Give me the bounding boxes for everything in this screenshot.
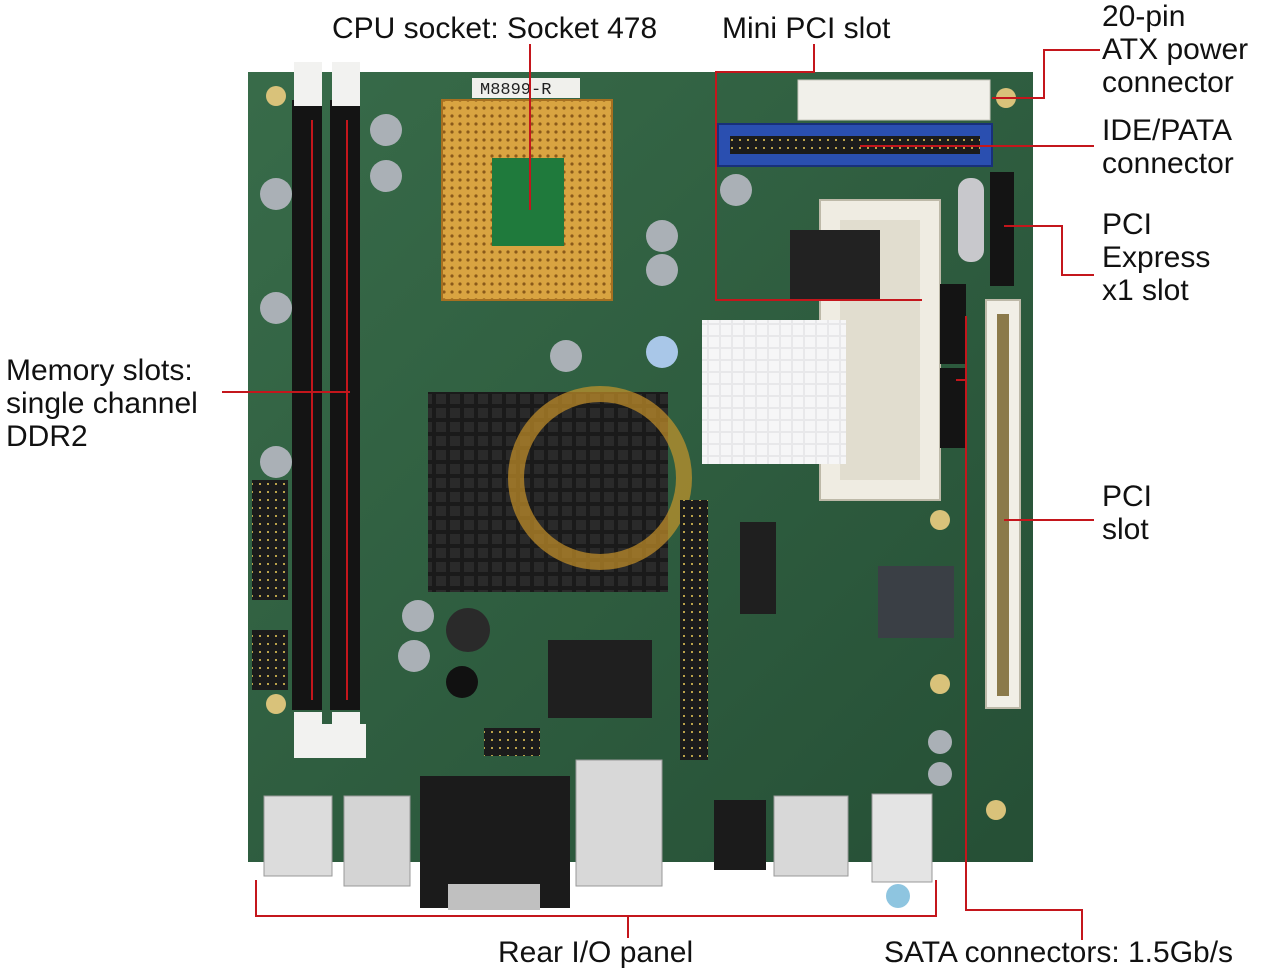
capacitor-1 (370, 114, 402, 146)
label-mini-pci: Mini PCI slot (722, 12, 890, 45)
io-serial-port (448, 884, 540, 910)
callout-rear-io (255, 880, 937, 917)
io-lan-port-1 (343, 795, 411, 887)
heatsink-logo-ring (508, 386, 692, 570)
capacitor-3 (260, 178, 292, 210)
callout-sata (965, 316, 1083, 940)
capacitor-13 (928, 730, 952, 754)
memory-slot-1 (292, 100, 322, 710)
memory-latch-top-1 (294, 62, 322, 106)
ide-pins (730, 136, 980, 154)
label-memory: Memory slots: single channel DDR2 (6, 354, 198, 453)
northbridge-heatsink (702, 320, 846, 464)
header-bottom (484, 728, 540, 756)
label-memory-line-1: Memory slots: (6, 354, 193, 387)
silkscreen-label-plate (472, 78, 580, 98)
label-rear-io: Rear I/O panel (498, 936, 693, 969)
battery (958, 178, 984, 262)
callout-lines (222, 44, 1100, 940)
label-atx-line-1: 20-pin (1102, 0, 1186, 33)
lan-chip (740, 522, 776, 614)
capacitor-9 (550, 340, 582, 372)
label-rear-io-text: Rear I/O panel (498, 936, 694, 969)
label-memory-line-2: single channel (6, 387, 198, 420)
silkscreen-model: M8899-R (480, 81, 551, 100)
label-memory-line-3: DDR2 (6, 420, 88, 453)
label-atx-line-2: ATX power (1102, 33, 1249, 66)
memory-latch-top-2 (332, 62, 360, 106)
io-usb-stack (263, 795, 333, 877)
mount-hole-1 (266, 86, 286, 106)
capacitor-5 (260, 446, 292, 478)
header-left (252, 480, 288, 600)
io-white-block (296, 724, 366, 758)
capacitor-10 (720, 174, 752, 206)
callout-minipci (715, 44, 922, 301)
label-pci-line-1: PCI (1102, 480, 1153, 513)
capacitor-8 (646, 336, 678, 368)
label-mini-pci-text: Mini PCI slot (722, 12, 891, 45)
callout-atx (992, 49, 1100, 99)
capacitor-12 (398, 640, 430, 672)
label-ide-line-1: IDE/PATA (1102, 114, 1233, 147)
io-ps2-blue (886, 884, 910, 908)
capacitor-11 (402, 600, 434, 632)
mount-hole-5 (930, 510, 950, 530)
mount-hole-4 (986, 800, 1006, 820)
io-usb-port (773, 795, 849, 877)
label-ide-line-2: connector (1102, 147, 1234, 180)
label-cpu-socket-text: CPU socket: Socket 478 (332, 12, 658, 45)
mount-hole-3 (266, 694, 286, 714)
inductor (446, 608, 490, 652)
label-pcie-line-2: Express (1102, 241, 1211, 274)
capacitor-14 (928, 762, 952, 786)
sata-connector-1 (940, 284, 966, 364)
header-column (680, 500, 708, 760)
southbridge-chip (878, 566, 954, 638)
label-cpu-socket: CPU socket: Socket 478 (332, 12, 657, 45)
sata-connector-2 (940, 368, 966, 448)
bios-chip (790, 230, 880, 300)
label-pcie-line-3: x1 slot (1102, 274, 1189, 307)
label-pci-line-2: slot (1102, 513, 1149, 546)
io-chip (548, 640, 652, 718)
label-atx-line-3: connector (1102, 66, 1234, 99)
label-sata: SATA connectors: 1.5Gb/s (884, 936, 1233, 969)
capacitor-7 (646, 254, 678, 286)
label-pcie-line-1: PCI (1102, 208, 1153, 241)
header-left-2 (252, 630, 288, 690)
capacitor-6 (646, 220, 678, 252)
mount-hole-6 (930, 674, 950, 694)
capacitor-2 (370, 160, 402, 192)
callout-pcie (1004, 225, 1094, 276)
io-lan-port-2 (575, 759, 663, 887)
label-pcie: PCI Express x1 slot (1102, 208, 1210, 307)
label-atx-power: 20-pin ATX power connector (1102, 0, 1248, 99)
label-sata-text: SATA connectors: 1.5Gb/s (884, 936, 1234, 969)
capacitor-4 (260, 292, 292, 324)
label-ide: IDE/PATA connector (1102, 114, 1234, 180)
atx-power-connector (797, 79, 991, 121)
label-pci: PCI slot (1102, 480, 1152, 546)
cpu-socket-center (492, 158, 564, 246)
buzzer (446, 666, 478, 698)
io-audio-jack (714, 800, 766, 870)
io-ps2-port (871, 793, 933, 883)
pci-slot-pins (997, 314, 1009, 696)
memory-slot-2 (330, 100, 360, 710)
pcie-x1-slot (990, 172, 1014, 286)
